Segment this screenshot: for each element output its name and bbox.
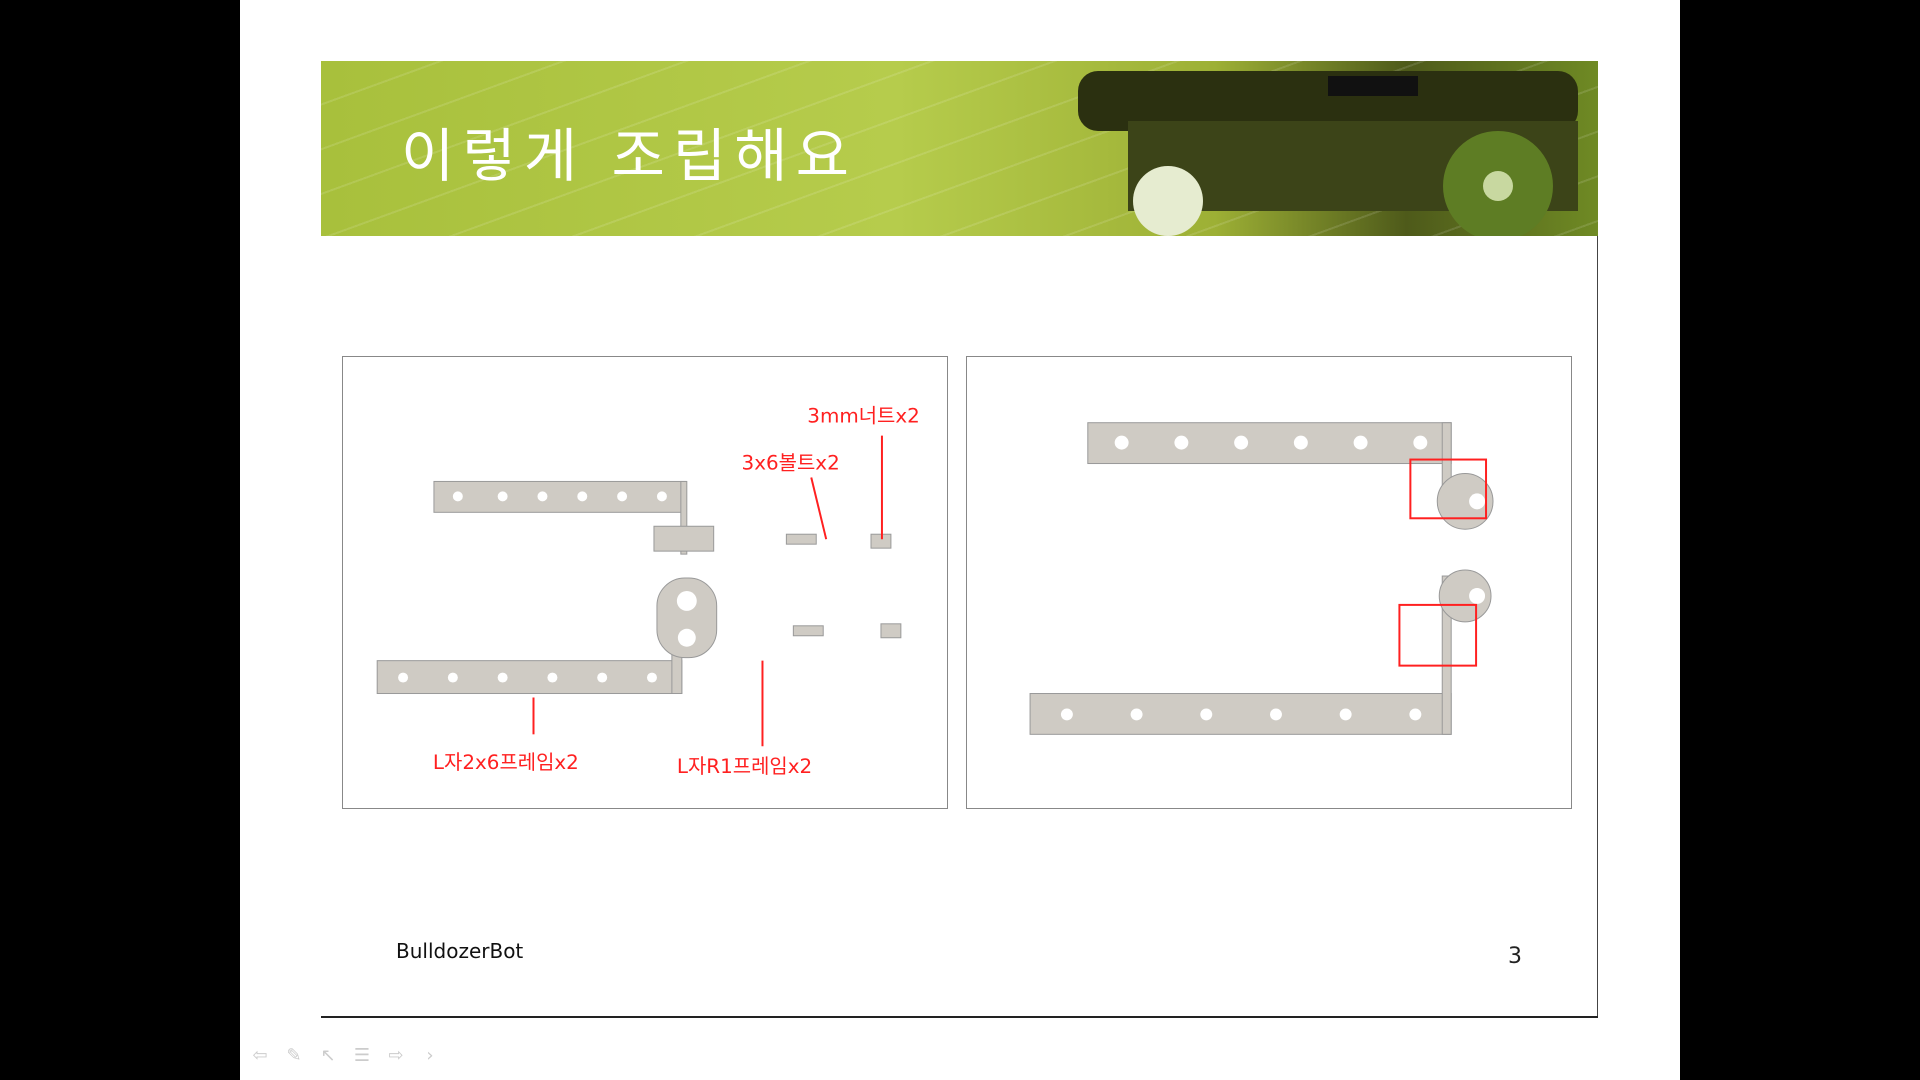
prev-arrow-icon[interactable]: ⇦: [252, 1045, 268, 1066]
page-number: 3: [1508, 944, 1522, 969]
slide-title: 이렇게 조립해요: [401, 122, 857, 190]
highlight-box: [1398, 603, 1478, 667]
slide-right-border: [1597, 236, 1598, 1017]
menu-icon[interactable]: ☰: [353, 1045, 371, 1066]
next-arrow-icon[interactable]: ⇨: [388, 1045, 404, 1066]
slideshow-controls: ⇦ ✎ ↖ ☰ ⇨ ›: [250, 1046, 440, 1066]
frame-2x6-label: L자2x6프레임x2: [433, 751, 579, 774]
highlight-box: [1409, 458, 1488, 520]
footer-text: BulldozerBot: [396, 939, 524, 963]
assembled-photo: [966, 356, 1572, 809]
l-frame-2x6-parts: [376, 480, 902, 695]
frame-r1-label: L자R1프레임x2: [677, 755, 812, 778]
bolt-label: 3x6볼트x2: [742, 452, 840, 475]
pen-icon[interactable]: ✎: [286, 1045, 302, 1066]
parts-photo: 3mm너트x2 3x6볼트x2 L자2x6프레임x2 L자R1프레임x2: [342, 356, 948, 809]
slide-header-banner: 이렇게 조립해요: [321, 61, 1598, 236]
pointer-icon[interactable]: ↖: [320, 1045, 336, 1066]
chevron-right-icon[interactable]: ›: [426, 1045, 434, 1066]
footer-divider: [321, 1016, 1598, 1018]
nut-label: 3mm너트x2: [807, 405, 920, 428]
bulldozer-robot-image: [1078, 71, 1578, 236]
